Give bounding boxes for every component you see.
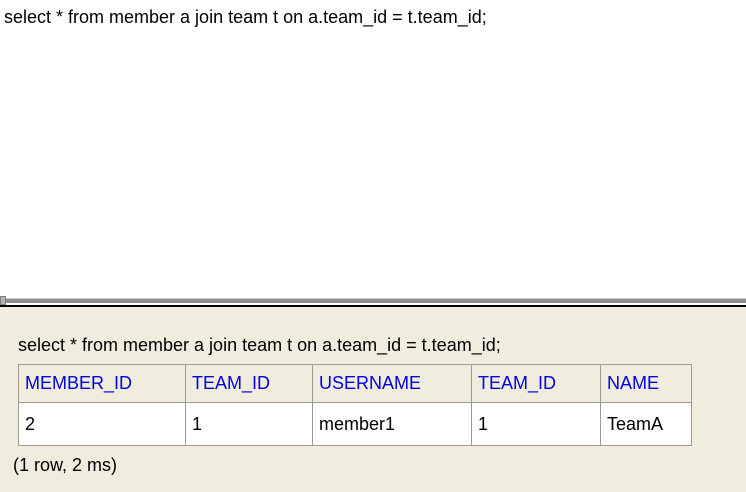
table-header-row: MEMBER_ID TEAM_ID USERNAME TEAM_ID NAME: [18, 364, 692, 403]
cell-member-id: 2: [18, 402, 186, 446]
splitter-divider-line: [0, 305, 746, 307]
query-echo: select * from member a join team t on a.…: [18, 335, 501, 355]
result-table: MEMBER_ID TEAM_ID USERNAME TEAM_ID NAME …: [18, 364, 692, 446]
sql-editor-text[interactable]: select * from member a join team t on a.…: [4, 7, 487, 27]
cell-team-id-2: 1: [471, 402, 601, 446]
splitter-collapse-notch[interactable]: [0, 296, 6, 305]
column-header-username: USERNAME: [312, 364, 472, 403]
column-header-member-id: MEMBER_ID: [18, 364, 186, 403]
table-row: 2 1 member1 1 TeamA: [18, 402, 692, 446]
splitter-handle[interactable]: [0, 296, 746, 307]
cell-username: member1: [312, 402, 472, 446]
splitter-bar[interactable]: [0, 298, 746, 303]
cell-name: TeamA: [600, 402, 692, 446]
row-count-status: (1 row, 2 ms): [13, 455, 118, 475]
column-header-team-id-1: TEAM_ID: [185, 364, 313, 403]
results-panel: select * from member a join team t on a.…: [0, 307, 746, 492]
column-header-team-id-2: TEAM_ID: [471, 364, 601, 403]
cell-team-id-1: 1: [185, 402, 313, 446]
column-header-name: NAME: [600, 364, 692, 403]
sql-editor[interactable]: select * from member a join team t on a.…: [0, 0, 746, 296]
